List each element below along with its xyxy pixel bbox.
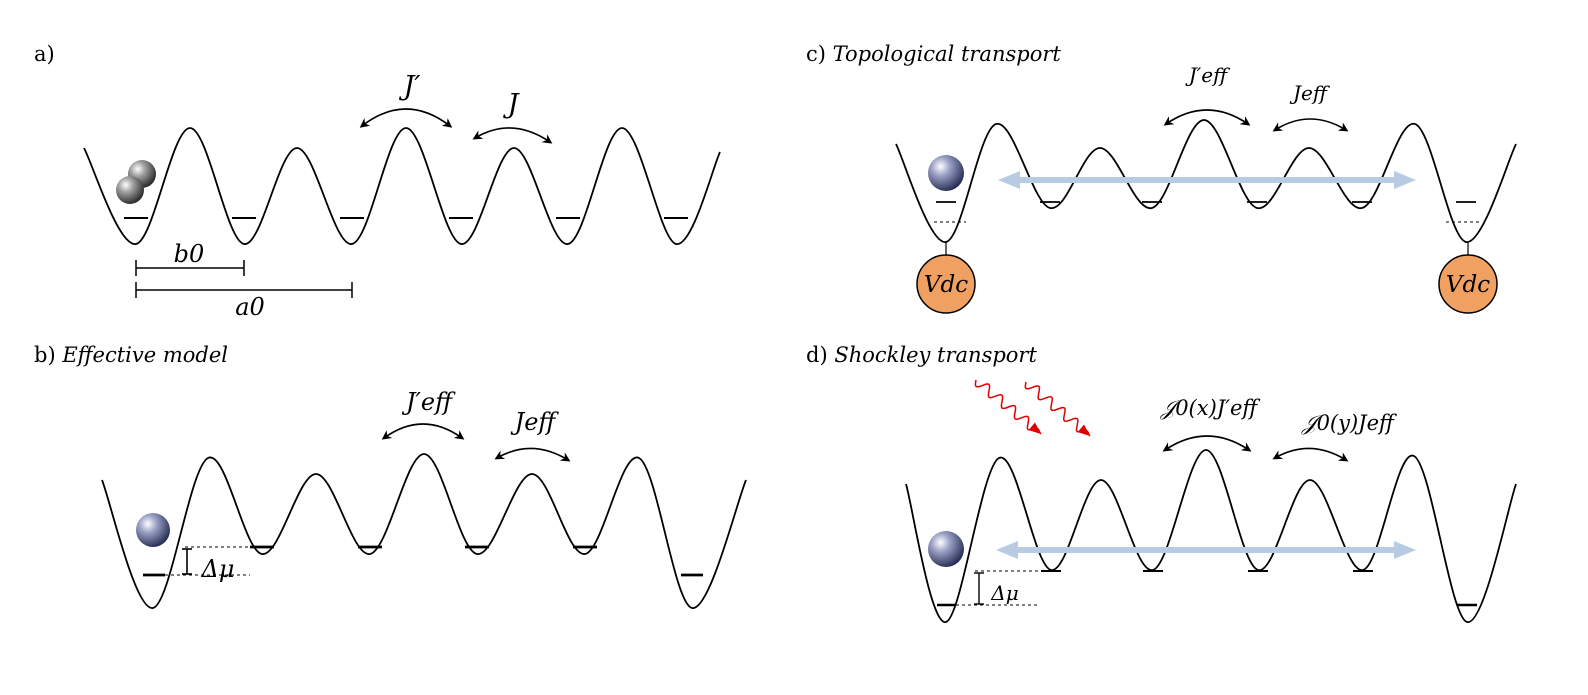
panel-c-atom <box>928 155 964 191</box>
panel-a-letter: a) <box>34 42 55 66</box>
panel-a-label: a) <box>34 42 55 66</box>
panel-a-atom-bottom <box>116 176 144 204</box>
panel-c-hop-weak-arrow <box>1272 118 1349 132</box>
panel-c-label: c) Topological transport <box>806 42 1061 66</box>
diagram-layer <box>83 108 1517 623</box>
panel-c-transport-arrow-head-right <box>1394 171 1416 189</box>
panel-b-letter: b) <box>34 343 56 367</box>
panel-d-photon-2 <box>1024 381 1091 437</box>
panel-c-letter: c) <box>806 42 826 66</box>
bias-source-left: Vdc <box>916 254 976 314</box>
panel-c-transport-arrow-head-left <box>998 171 1020 189</box>
panel-a-hop-weak-arrow <box>472 127 553 144</box>
bias-source-left-label: Vdc <box>924 272 968 298</box>
panel-d-atom <box>928 531 964 567</box>
panel-d-photon-1-head <box>1028 422 1041 434</box>
panel-d-transport-arrow-head-right <box>1394 541 1416 559</box>
panel-d-label: d) Shockley transport <box>806 343 1037 367</box>
panel-d-letter: d) <box>806 343 828 367</box>
panel-d-photon-1 <box>974 379 1042 435</box>
panel-b-label: b) Effective model <box>34 343 228 367</box>
panel-b-atom <box>136 513 170 547</box>
panel-d-photon-2-head <box>1077 424 1090 436</box>
panel-c-title: Topological transport <box>832 42 1061 66</box>
panel-a-dist-small-label: b0 <box>174 240 205 268</box>
panel-a-hop-strong-arrow <box>359 108 453 128</box>
panel-d-offset-label: Δμ <box>990 581 1018 605</box>
panel-d-hop-weak-arrow <box>1272 447 1349 462</box>
panel-a-dist-large-label: a0 <box>235 293 265 321</box>
panel-b-hop-weak-arrow <box>494 447 571 462</box>
panel-b-hop-strong-arrow <box>381 423 465 440</box>
panel-d-hop-strong-label: 𝒥0(x)J′eff <box>1160 396 1261 420</box>
panel-c-hop-strong-arrow <box>1163 109 1251 126</box>
panel-c-hop-weak-label: Jeff <box>1289 81 1331 105</box>
panel-b-potential <box>101 453 747 609</box>
panel-a-potential <box>83 127 721 245</box>
panel-d-title: Shockley transport <box>834 343 1037 367</box>
panel-b-title: Effective model <box>62 343 228 367</box>
panel-a-hop-weak-label: J <box>503 89 521 120</box>
panel-d-hop-weak-label: 𝒥0(y)Jeff <box>1301 411 1397 435</box>
panel-c-hop-strong-label: J′eff <box>1185 63 1231 87</box>
bias-source-right-label: Vdc <box>1446 272 1490 298</box>
panel-d-transport-arrow-head-left <box>996 541 1018 559</box>
bias-source-right: Vdc <box>1438 254 1498 314</box>
panel-a-hop-strong-label: J′ <box>399 71 421 102</box>
panel-b-hop-strong-label: J′eff <box>401 388 456 416</box>
panel-b-hop-weak-label: Jeff <box>510 408 560 436</box>
panel-d-hop-strong-arrow <box>1162 435 1252 452</box>
panel-b-offset-label: Δμ <box>201 555 235 583</box>
